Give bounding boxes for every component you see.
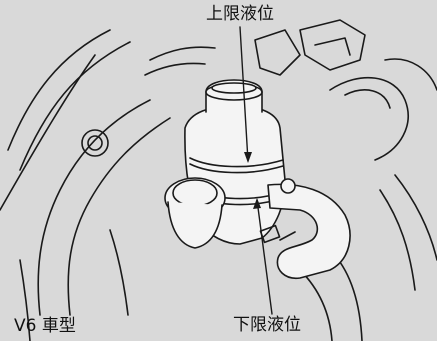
mount-bolt bbox=[81, 129, 109, 157]
hose bbox=[267, 178, 351, 280]
lower-level-label: 下限液位 bbox=[230, 316, 304, 335]
lower-level-leader bbox=[256, 199, 273, 315]
leader-lines bbox=[239, 26, 273, 315]
upper-level-label: 上限液位 bbox=[203, 5, 277, 24]
lower-level-arrowhead bbox=[253, 198, 261, 209]
upper-level-arrowhead bbox=[244, 152, 252, 163]
engine-bay-contours bbox=[0, 19, 437, 341]
leader-arrowheads bbox=[244, 152, 261, 209]
upper-level-leader bbox=[239, 26, 249, 162]
filler-cap bbox=[164, 177, 226, 249]
model-label: V6 車型 bbox=[14, 316, 76, 336]
